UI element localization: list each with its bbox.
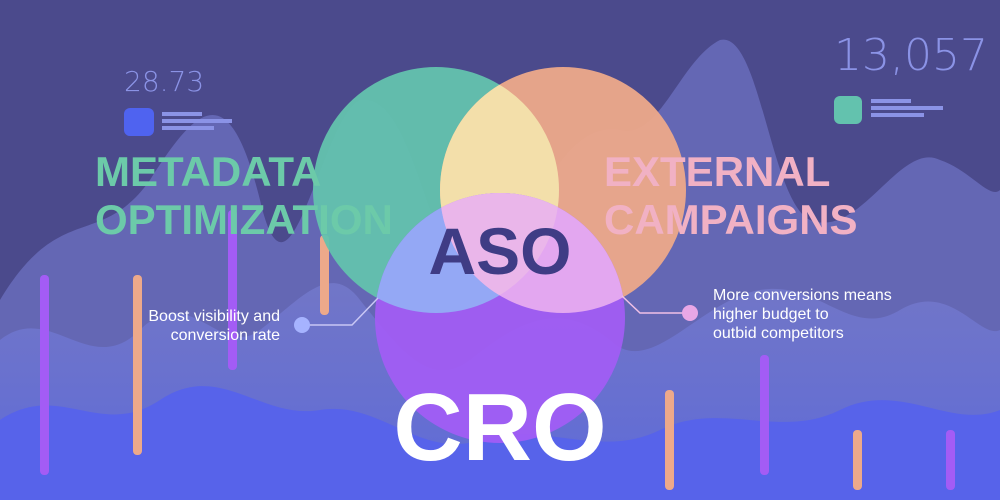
aso-label: ASO (428, 214, 572, 288)
external-line-1: EXTERNAL (604, 148, 831, 195)
bar (228, 210, 237, 370)
cro-label: CRO (393, 374, 607, 481)
external-label: EXTERNAL CAMPAIGNS (604, 148, 858, 244)
caption-left-line: conversion rate (170, 327, 280, 344)
bar (320, 235, 329, 315)
caption-left-line: Boost visibility and (148, 308, 280, 325)
caption-right: More conversions means higher budget to … (713, 286, 892, 343)
caption-right-line: outbid competitors (713, 325, 844, 342)
bars (40, 210, 955, 490)
caption-right-line: higher budget to (713, 306, 829, 323)
wave-front (0, 386, 1000, 500)
external-line-2: CAMPAIGNS (604, 196, 858, 243)
metadata-line-1: METADATA (95, 148, 322, 195)
bar (40, 275, 49, 475)
legend-square-icon (124, 108, 154, 136)
venn-diagram (313, 67, 686, 443)
legend-lines-icon (162, 112, 232, 130)
connector-dot-right (682, 305, 698, 321)
bar (665, 390, 674, 490)
caption-left: Boost visibility and conversion rate (148, 307, 280, 345)
connector-dot-left (294, 317, 310, 333)
connector-left (302, 297, 379, 326)
metadata-label: METADATA OPTIMIZATION (95, 148, 393, 244)
connector-right (621, 295, 690, 314)
legend-lines-icon (871, 99, 943, 117)
stat-right: 13,057 (834, 30, 988, 81)
stat-left: 28.73 (124, 65, 205, 98)
bar (760, 355, 769, 475)
bar (853, 430, 862, 490)
bar (946, 430, 955, 490)
bar (133, 275, 142, 455)
legend-square-icon (834, 96, 862, 124)
caption-right-line: More conversions means (713, 287, 892, 304)
metadata-line-2: OPTIMIZATION (95, 196, 393, 243)
